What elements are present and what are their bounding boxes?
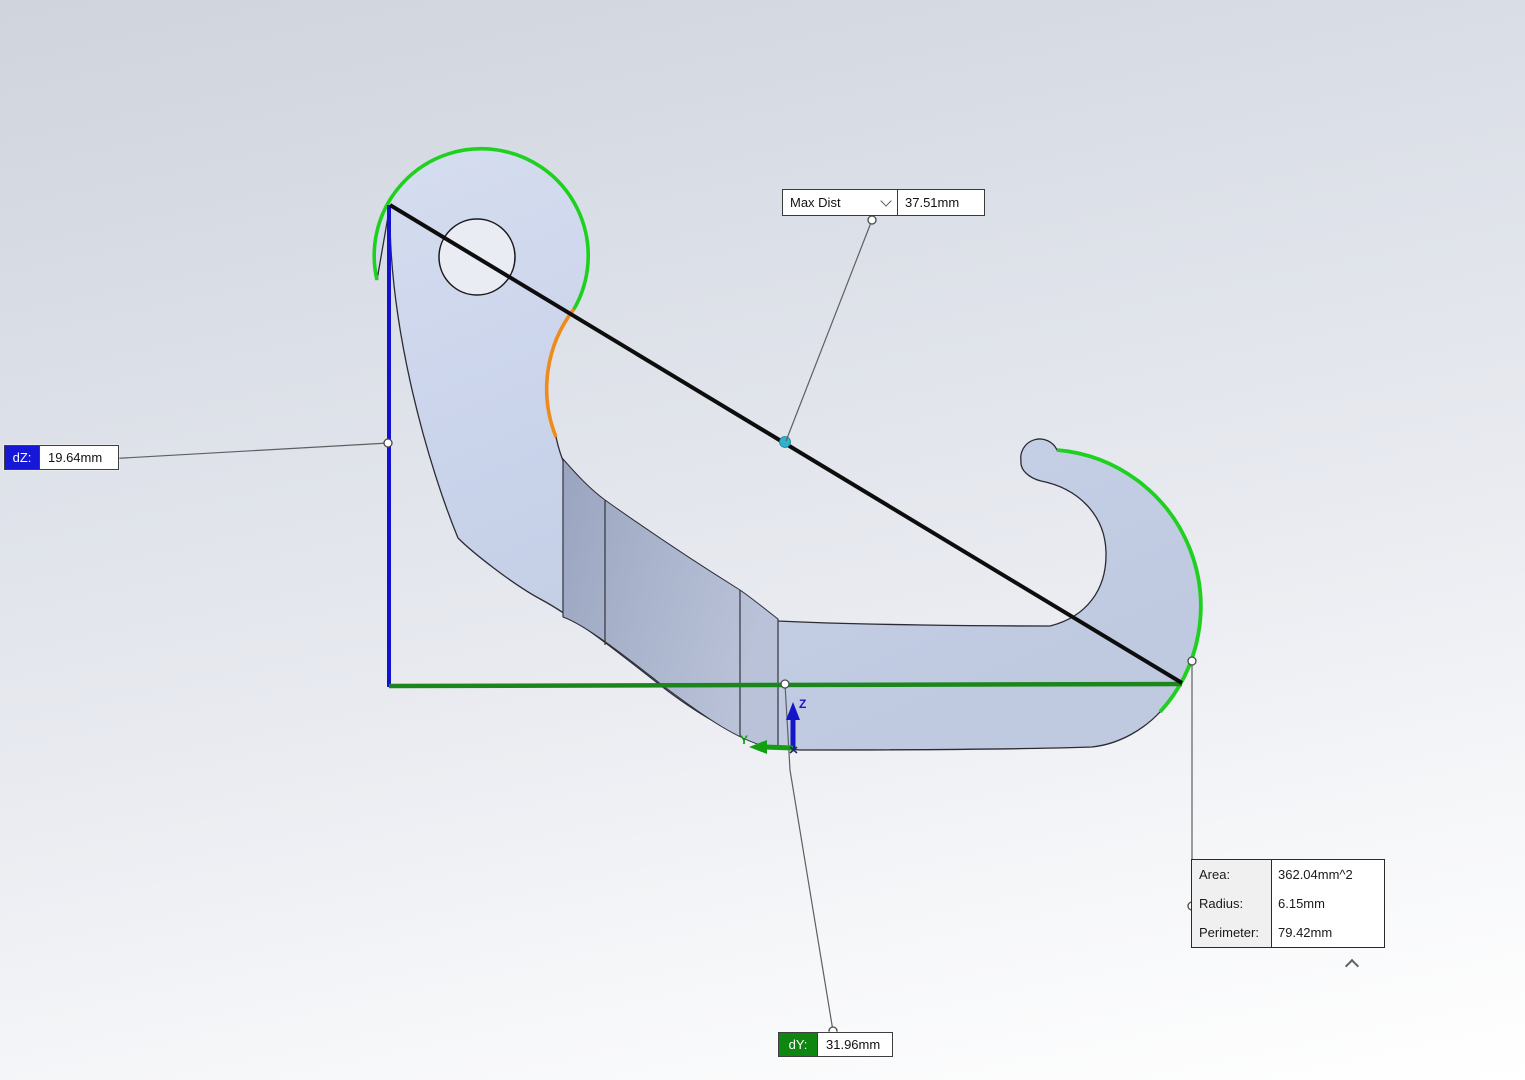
maxdist-callout: Max Dist 37.51mm [782,189,985,216]
table-row: Perimeter: 79.42mm [1192,918,1384,947]
x-axis-marker [789,746,798,754]
part-side-face[interactable] [562,457,779,750]
z-axis-arrow [786,702,800,720]
maxdist-value: 37.51mm [898,190,984,215]
maxdist-midpoint-dot [779,436,791,448]
dz-label: dZ: [5,446,39,469]
selected-edge-lobe-green[interactable] [372,146,590,310]
dy-label: dY: [779,1033,817,1056]
dz-value: 19.64mm [39,446,118,469]
radius-label: Radius: [1192,889,1272,918]
dy-callout[interactable]: dY: 31.96mm [778,1032,893,1057]
dy-value: 31.96mm [817,1033,892,1056]
area-value: 362.04mm^2 [1272,867,1384,882]
collapse-callout-button[interactable] [1344,958,1360,974]
triad-z-label: Z [799,697,806,711]
measure-mode-label: Max Dist [790,195,841,210]
part-edges [562,459,779,749]
selected-edge-orange[interactable] [544,307,576,438]
y-axis-arrow [749,740,767,754]
triad-y-label: Y [740,733,748,747]
chevron-down-icon [880,195,892,207]
perimeter-value: 79.42mm [1272,925,1384,940]
callout-leaders [105,219,1193,1032]
table-row: Area: 362.04mm^2 [1192,860,1384,889]
radius-value: 6.15mm [1272,896,1384,911]
measure-mode-dropdown[interactable]: Max Dist [783,190,898,215]
perimeter-label: Perimeter: [1192,918,1272,947]
area-label: Area: [1192,860,1272,889]
dz-callout[interactable]: dZ: 19.64mm [4,445,119,470]
origin-triad: Z Y [740,697,806,754]
selected-edge-hook-green[interactable] [1056,448,1203,714]
table-row: Radius: 6.15mm [1192,889,1384,918]
edge-measurement-table: Area: 362.04mm^2 Radius: 6.15mm Perimete… [1191,859,1385,948]
